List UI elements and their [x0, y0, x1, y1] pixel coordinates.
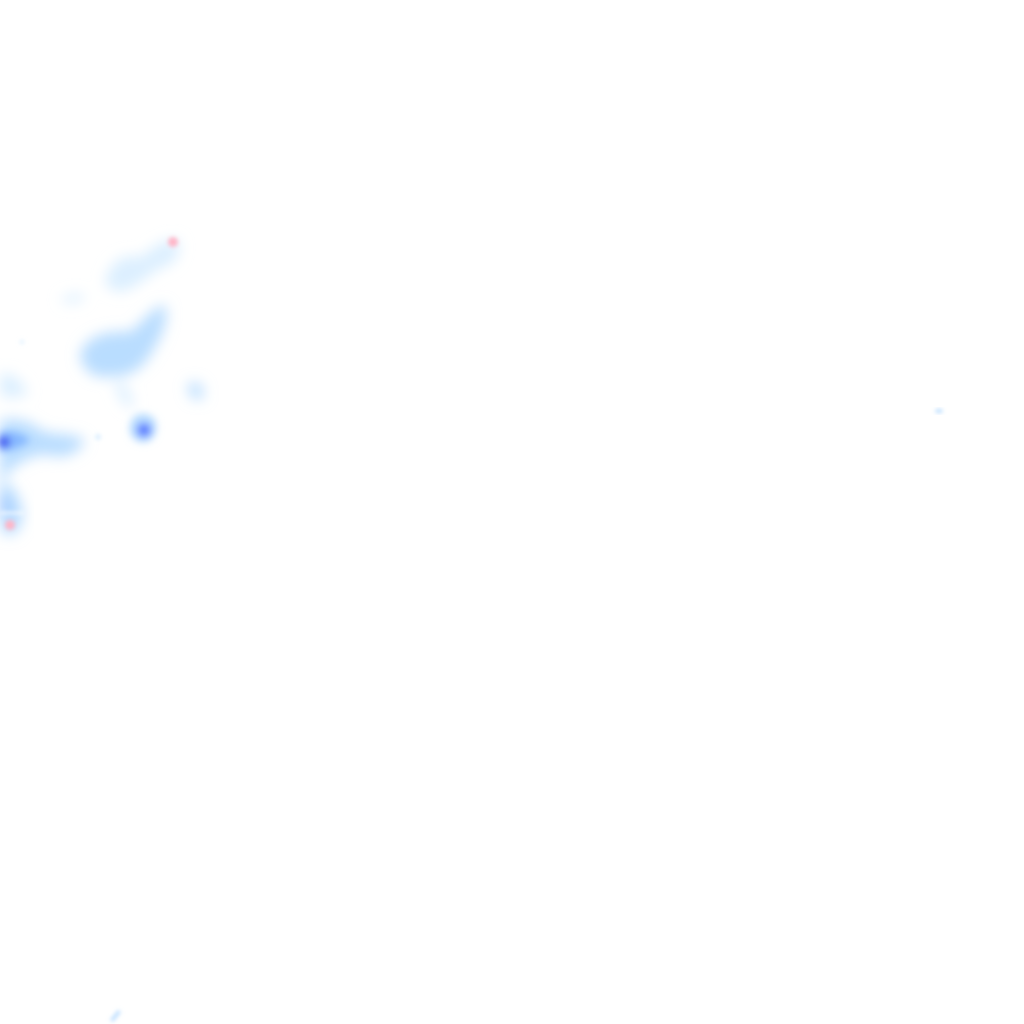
echo-cell-north-tip — [168, 237, 178, 247]
echo-cell-speckles — [20, 340, 101, 440]
echo-cell-north — [60, 239, 180, 303]
echo-cell-west-core — [0, 431, 30, 452]
echo-cell-west — [0, 373, 85, 485]
echo-cell-central — [80, 305, 204, 410]
echo-cell-isolated-south — [110, 1010, 121, 1022]
echo-cell-southwest-tip — [0, 512, 24, 530]
echo-cell-isolated-east — [935, 409, 943, 413]
echo-cell-southwest — [0, 480, 23, 535]
echo-cell-central-core — [129, 413, 157, 443]
